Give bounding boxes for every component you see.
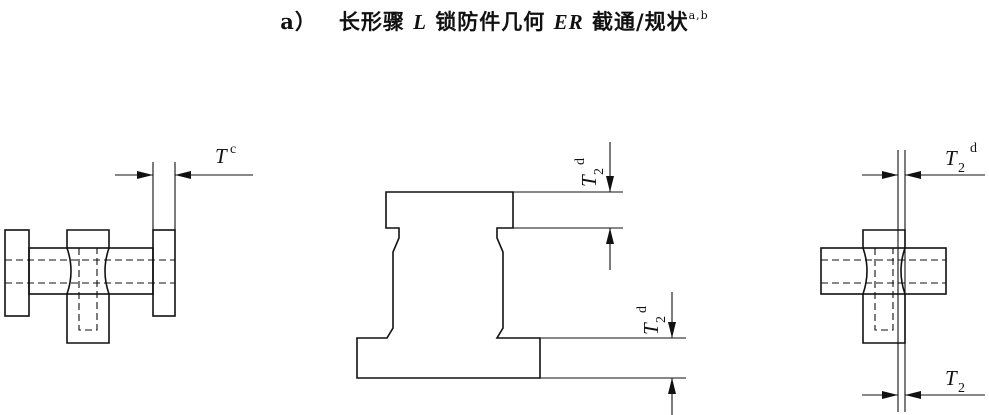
dim-label-T2-right-lower: T	[945, 366, 958, 390]
dim-sup-d: d	[573, 158, 588, 165]
arrow-head	[606, 176, 614, 192]
middle-part-outline	[356, 191, 541, 379]
left-hidden-collar	[78, 248, 98, 331]
left-flange	[152, 229, 176, 317]
dim-sub-2: 2	[654, 316, 669, 323]
arrow-head	[606, 228, 614, 244]
arrow-head	[882, 391, 898, 399]
arrow-head	[668, 322, 676, 338]
right-shank	[820, 247, 947, 295]
figure-title: a） 长形骤 L 锁防件几何 ER 截通/规状a,b	[0, 6, 989, 36]
title-text-2: 锁防件几何	[435, 9, 546, 34]
dim-sup-d: d	[635, 306, 650, 313]
arrow-head	[905, 171, 921, 179]
arrow-head	[882, 171, 898, 179]
dim-sub-2: 2	[958, 161, 965, 176]
arrow-head	[668, 378, 676, 394]
dim-label-T-left: T	[215, 144, 228, 168]
arrow-head	[905, 391, 921, 399]
dim-sub-2: 2	[592, 168, 607, 175]
middle-view: T 2 d T 2 d	[356, 142, 686, 415]
left-shank	[28, 247, 154, 295]
title-var-ER: ER	[553, 10, 584, 34]
dim-sup-c: c	[230, 142, 236, 157]
dim-label-T2-mid-upper: T	[577, 174, 601, 187]
right-view: T 2 d T 2	[820, 141, 985, 412]
title-text-3: 截通/规状	[591, 9, 689, 34]
right-hidden-collar	[874, 248, 894, 331]
figure-tag: a）	[280, 9, 317, 34]
title-text-1: 长形骤	[338, 9, 405, 34]
arrow-head	[175, 171, 191, 179]
dim-label-T2-mid-lower: T	[639, 322, 663, 335]
dim-sup-d: d	[970, 141, 977, 156]
left-end-head	[4, 229, 30, 317]
dim-label-T2-right-upper: T	[945, 146, 958, 170]
left-view: T c	[4, 142, 253, 344]
title-var-L: L	[413, 10, 427, 34]
right-collar	[862, 229, 906, 344]
arrow-head	[137, 171, 153, 179]
title-footnote: a,b	[688, 9, 709, 22]
dim-sub-2: 2	[958, 381, 965, 396]
left-collar	[66, 229, 110, 344]
